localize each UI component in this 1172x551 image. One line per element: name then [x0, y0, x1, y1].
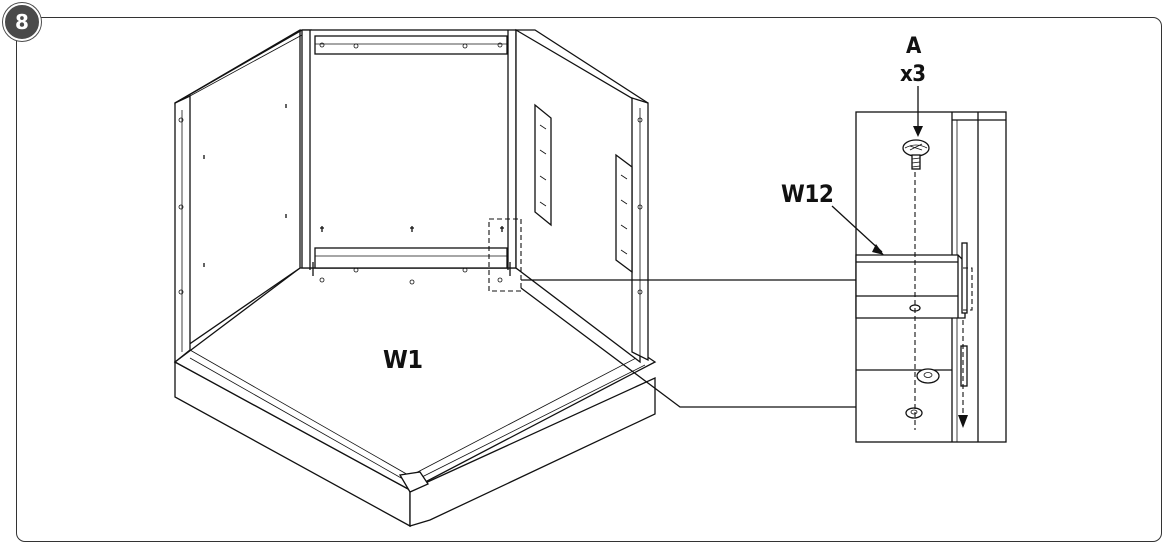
- cabinet-back-panel: [301, 29, 517, 285]
- screw-icon: [902, 139, 930, 170]
- front-corner-post: [398, 471, 429, 526]
- panel-label-w1: W1: [383, 345, 423, 374]
- cabinet-right-panel: [515, 28, 649, 364]
- step-number-badge: 8: [3, 3, 41, 41]
- left-panel-screws: [178, 104, 643, 295]
- step-frame: [16, 17, 1162, 542]
- callout-leader: [520, 279, 856, 408]
- detail-view: [855, 111, 1007, 443]
- bracket-label-w12: W12: [781, 180, 834, 208]
- screw-quantity-label: x3: [900, 62, 926, 87]
- arrow-down-icon: [913, 86, 923, 137]
- callout-region-box: [488, 218, 522, 292]
- screw-part-label: A: [906, 34, 921, 59]
- w12-leader-arrow: [872, 244, 884, 255]
- cabinet-back-left-panel: [174, 28, 312, 364]
- w12-leader-line: [831, 205, 883, 253]
